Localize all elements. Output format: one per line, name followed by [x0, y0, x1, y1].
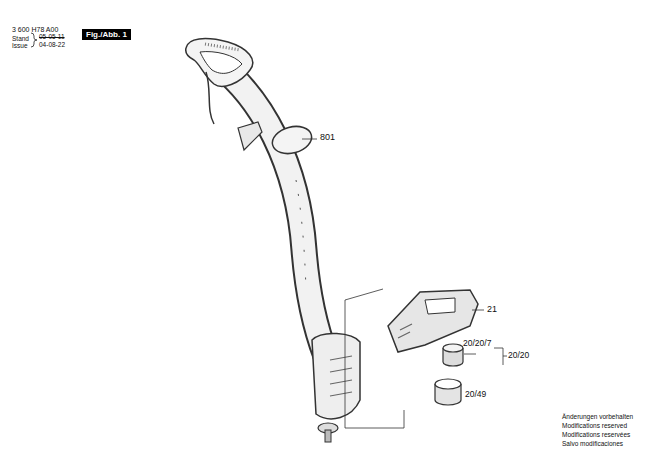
aux-handle: [269, 122, 314, 157]
motor-housing: [312, 333, 360, 418]
guard-slot: [425, 298, 455, 314]
figure-label: Fig./Abb. 1: [86, 30, 127, 39]
callout-number: 21: [487, 305, 497, 315]
spool-top: [443, 344, 463, 352]
header-label: Issue: [12, 42, 28, 49]
grip-vents: [205, 44, 240, 50]
note: Änderungen vorbehalten: [562, 413, 633, 420]
leader-line: [464, 354, 476, 355]
shaft-stub: [325, 430, 331, 442]
leader-line: [472, 310, 484, 311]
part-number: 3 600 H78 A00: [12, 26, 58, 34]
grip-opening: [200, 52, 242, 74]
callout-number: 801: [320, 133, 335, 143]
callout-number: 20/20: [508, 351, 529, 360]
trigger: [238, 122, 262, 150]
callout-number: 20/20/7: [463, 339, 491, 348]
power-cable: [206, 72, 214, 124]
housing-vents: [330, 356, 352, 396]
cap-top: [435, 379, 461, 389]
note: Modifications reserved: [562, 422, 627, 429]
shaft: [212, 60, 326, 356]
explode-bracket: [345, 289, 404, 428]
callout-number: 20/49: [465, 390, 486, 399]
note: Modifications reservées: [562, 431, 630, 438]
issue-date: 04-08-22: [39, 41, 65, 48]
shaft-outline: [212, 60, 326, 356]
top-grip: [186, 39, 253, 87]
leader-line: [302, 139, 317, 140]
note: Salvo modificaciones: [562, 440, 623, 447]
header-label: Stand: [12, 35, 29, 42]
shaft-holes: [296, 180, 306, 290]
guard-ribs: [398, 324, 412, 338]
group-bracket: [494, 348, 507, 365]
figure-tag: Fig./Abb. 1: [82, 29, 131, 40]
old-date: 05-05-11: [39, 33, 65, 40]
brace: [31, 33, 37, 47]
